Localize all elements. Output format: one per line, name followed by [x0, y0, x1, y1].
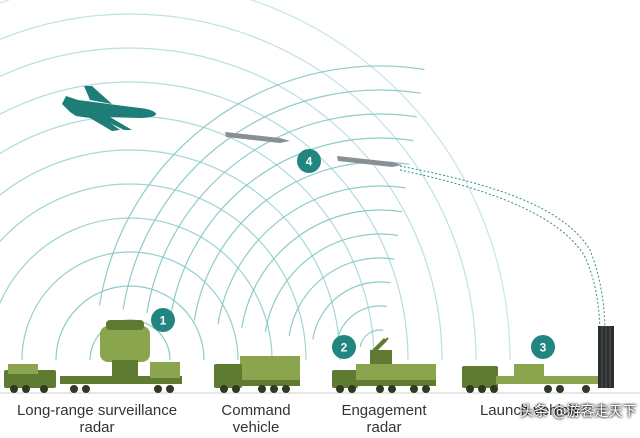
- svg-text:3: 3: [540, 341, 547, 355]
- radar-wave-arc: [312, 281, 391, 340]
- svg-text:2: 2: [341, 341, 348, 355]
- label-launch-vehicle: Launch vehicle: [479, 402, 581, 419]
- surveillance-radar-vehicle: [4, 320, 182, 393]
- radar-wave-arc: [170, 137, 414, 317]
- engagement-radar-vehicle: [332, 337, 436, 393]
- radar-wave-arc: [98, 65, 425, 306]
- label-long-range-surveillance-radar: Long-range surveillance radar: [16, 402, 178, 436]
- radar-wave-arc: [0, 183, 307, 361]
- radar-wave-arc: [0, 0, 511, 361]
- radar-wave-arc: [335, 305, 387, 344]
- label-command-vehicle: Command vehicle: [221, 402, 291, 436]
- watermark: 头条 @游客走天下: [520, 404, 637, 420]
- radar-wave-arc: [0, 217, 273, 361]
- radar-wave-arc: [241, 209, 402, 329]
- radar-wave-arc: [0, 81, 409, 361]
- radar-wave-arc: [0, 149, 341, 361]
- badge-1: 1: [151, 308, 175, 332]
- radar-dome-icon: [100, 320, 150, 378]
- command-vehicle: [214, 356, 300, 393]
- svg-text:4: 4: [306, 155, 313, 169]
- svg-text:1: 1: [160, 314, 167, 328]
- missile-trajectory: [399, 165, 606, 331]
- radar-wave-arc: [0, 13, 477, 361]
- badge-4: 4: [297, 149, 321, 173]
- radar-wave-arc: [146, 113, 418, 314]
- missile-icon: [225, 132, 402, 167]
- radar-wave-arc: [122, 89, 421, 310]
- radar-wave-arc: [21, 251, 239, 361]
- radar-wave-arc: [288, 257, 395, 336]
- radar-wave-arc: [217, 185, 406, 325]
- label-engagement-radar: Engagement radar: [341, 402, 427, 436]
- badge-3: 3: [531, 335, 555, 359]
- radar-wave-arc: [264, 233, 399, 332]
- aircraft-icon: [62, 86, 156, 131]
- badge-2: 2: [332, 335, 356, 359]
- radar-wave-arc: [359, 329, 384, 347]
- surveillance-radar-waves: [0, 0, 511, 361]
- launch-vehicle: [462, 326, 614, 393]
- launcher-tubes-icon: [598, 326, 614, 388]
- engagement-radar-waves: [98, 65, 425, 347]
- radar-wave-arc: [0, 47, 443, 361]
- radar-wave-arc: [55, 285, 205, 361]
